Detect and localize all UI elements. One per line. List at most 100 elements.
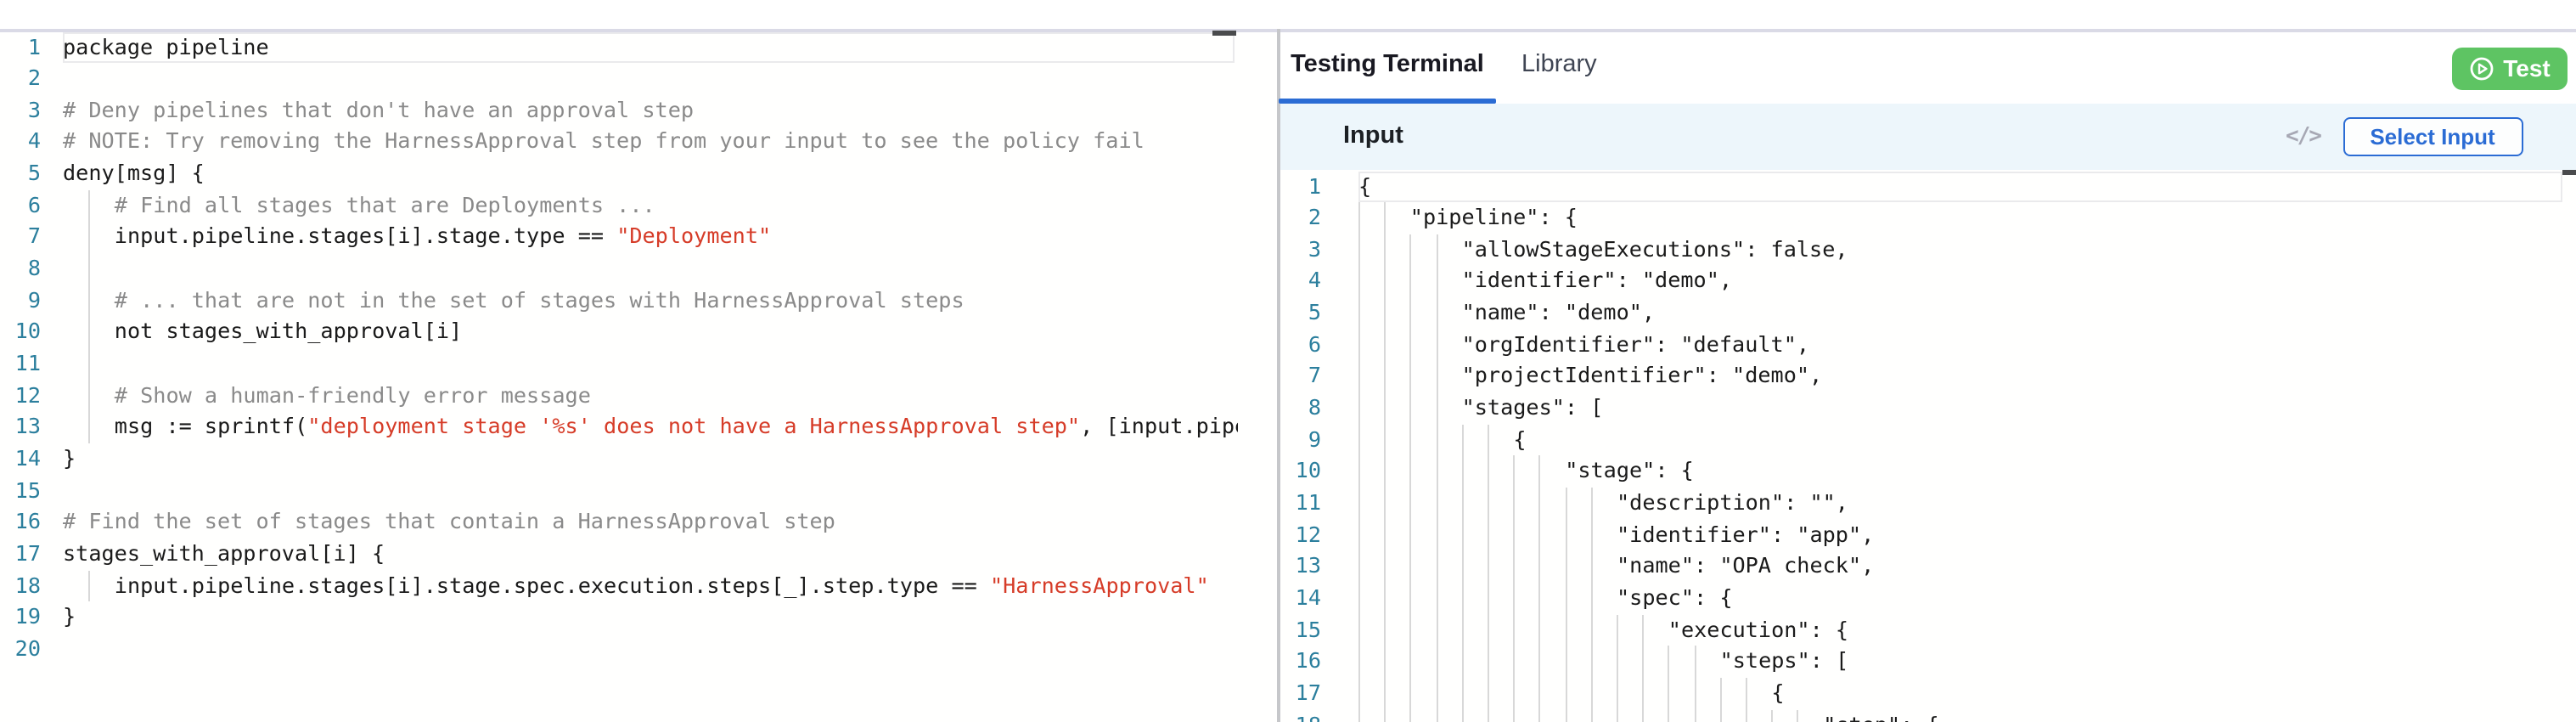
line-number: 1 <box>27 33 41 59</box>
code-line: 8"stages": [ <box>1280 392 2576 425</box>
line-number: 7 <box>27 223 41 249</box>
indent-guide <box>1461 550 1464 583</box>
indent-guide <box>1409 360 1412 393</box>
indent-guide <box>1590 646 1593 678</box>
code-line: 9# ... that are not in the set of stages… <box>0 285 1238 317</box>
indent-guide <box>1513 646 1516 678</box>
line-number: 11 <box>1295 489 1321 515</box>
code-text: "pipeline": { <box>1409 204 1578 230</box>
indent-guide <box>1461 488 1464 520</box>
code-text: # Show a human-friendly error message <box>114 381 591 408</box>
indent-guide <box>1436 424 1438 456</box>
indent-guide <box>1358 646 1360 678</box>
indent-guide <box>1488 424 1489 456</box>
left-editor-cursor-mark <box>1212 30 1235 36</box>
indent-guide <box>1513 582 1516 615</box>
line-number: 18 <box>14 572 41 598</box>
indent-guide <box>1538 677 1541 710</box>
indent-guide <box>1436 646 1438 678</box>
indent-guide <box>1538 455 1541 488</box>
select-input-button[interactable]: Select Input <box>2343 116 2523 156</box>
indent-guide <box>1746 709 1747 722</box>
indent-guide <box>1384 202 1386 234</box>
indent-guide <box>1384 424 1386 456</box>
line-number: 5 <box>27 160 41 186</box>
indent-guide <box>1409 709 1412 722</box>
indent-guide <box>1358 424 1360 456</box>
indent-guide <box>1436 360 1438 393</box>
indent-guide <box>1461 455 1464 488</box>
input-json-editor[interactable]: 1{2"pipeline": {3"allowStageExecutions":… <box>1280 171 2576 722</box>
tab-library[interactable]: Library <box>1521 51 1597 78</box>
test-button[interactable]: Test <box>2452 47 2568 90</box>
indent-guide <box>1513 519 1516 551</box>
indent-guide <box>1461 709 1464 722</box>
indent-guide <box>1384 329 1386 361</box>
indent-guide <box>88 348 91 381</box>
code-line: 3# Deny pipelines that don't have an app… <box>0 95 1238 127</box>
indent-guide <box>1488 709 1489 722</box>
code-line: 9{ <box>1280 424 2576 456</box>
indent-guide <box>1513 550 1516 583</box>
panel-divider[interactable] <box>1276 29 1280 722</box>
indent-guide <box>1642 709 1645 722</box>
code-text: "identifier": "demo", <box>1461 267 1733 293</box>
indent-guide <box>1617 709 1618 722</box>
code-line: 14} <box>0 443 1238 475</box>
code-line: 7"projectIdentifier": "demo", <box>1280 360 2576 393</box>
code-line: 10"stage": { <box>1280 455 2576 488</box>
indent-guide <box>1565 646 1567 678</box>
indent-guide <box>1513 488 1516 520</box>
indent-guide <box>1358 329 1360 361</box>
indent-guide <box>1668 677 1670 710</box>
line-number: 3 <box>1308 235 1321 262</box>
line-number: 16 <box>14 508 41 534</box>
indent-guide <box>88 380 91 412</box>
code-line: 1{ <box>1280 171 2576 202</box>
code-text: { <box>1771 679 1785 705</box>
code-line: 2"pipeline": { <box>1280 202 2576 234</box>
indent-guide <box>1436 329 1438 361</box>
indent-guide <box>1358 234 1360 266</box>
code-line: 5"name": "demo", <box>1280 297 2576 330</box>
code-text: } <box>63 444 76 471</box>
indent-guide <box>1436 614 1438 646</box>
indent-guide <box>1384 677 1386 710</box>
line-number: 16 <box>1295 647 1321 674</box>
indent-guide <box>1590 582 1593 615</box>
code-line: 16# Find the set of stages that contain … <box>0 507 1238 539</box>
indent-guide <box>1538 488 1541 520</box>
indent-guide <box>1461 424 1464 456</box>
indent-guide <box>1409 550 1412 583</box>
indent-guide <box>1358 360 1360 393</box>
indent-guide <box>1513 614 1516 646</box>
code-icon[interactable]: </> <box>2286 123 2322 149</box>
indent-guide <box>88 189 91 222</box>
code-line: 20 <box>0 634 1238 665</box>
code-text: # Find all stages that are Deployments .… <box>114 191 655 217</box>
line-number: 1 <box>1308 172 1321 198</box>
indent-guide <box>1358 582 1360 615</box>
code-line: 15 <box>0 475 1238 506</box>
indent-guide <box>1617 646 1618 678</box>
indent-guide <box>1461 582 1464 615</box>
line-number: 5 <box>1308 299 1321 325</box>
code-text: input.pipeline.stages[i].stage.spec.exec… <box>114 572 1209 598</box>
line-number: 4 <box>1308 267 1321 293</box>
indent-guide <box>1358 488 1360 520</box>
code-text: "step": { <box>1823 709 1939 722</box>
play-circle-icon <box>2469 56 2494 82</box>
tab-testing-terminal[interactable]: Testing Terminal <box>1291 51 1484 78</box>
right-panel-tabs: Testing Terminal Library Test <box>1280 32 2576 103</box>
indent-guide <box>1384 360 1386 393</box>
indent-guide <box>1565 550 1567 583</box>
indent-guide <box>1694 646 1696 678</box>
code-line: 12"identifier": "app", <box>1280 519 2576 551</box>
indent-guide <box>1590 677 1593 710</box>
indent-guide <box>1384 297 1386 330</box>
line-number: 13 <box>14 413 41 439</box>
code-text: { <box>1513 426 1527 452</box>
indent-guide <box>1565 709 1567 722</box>
